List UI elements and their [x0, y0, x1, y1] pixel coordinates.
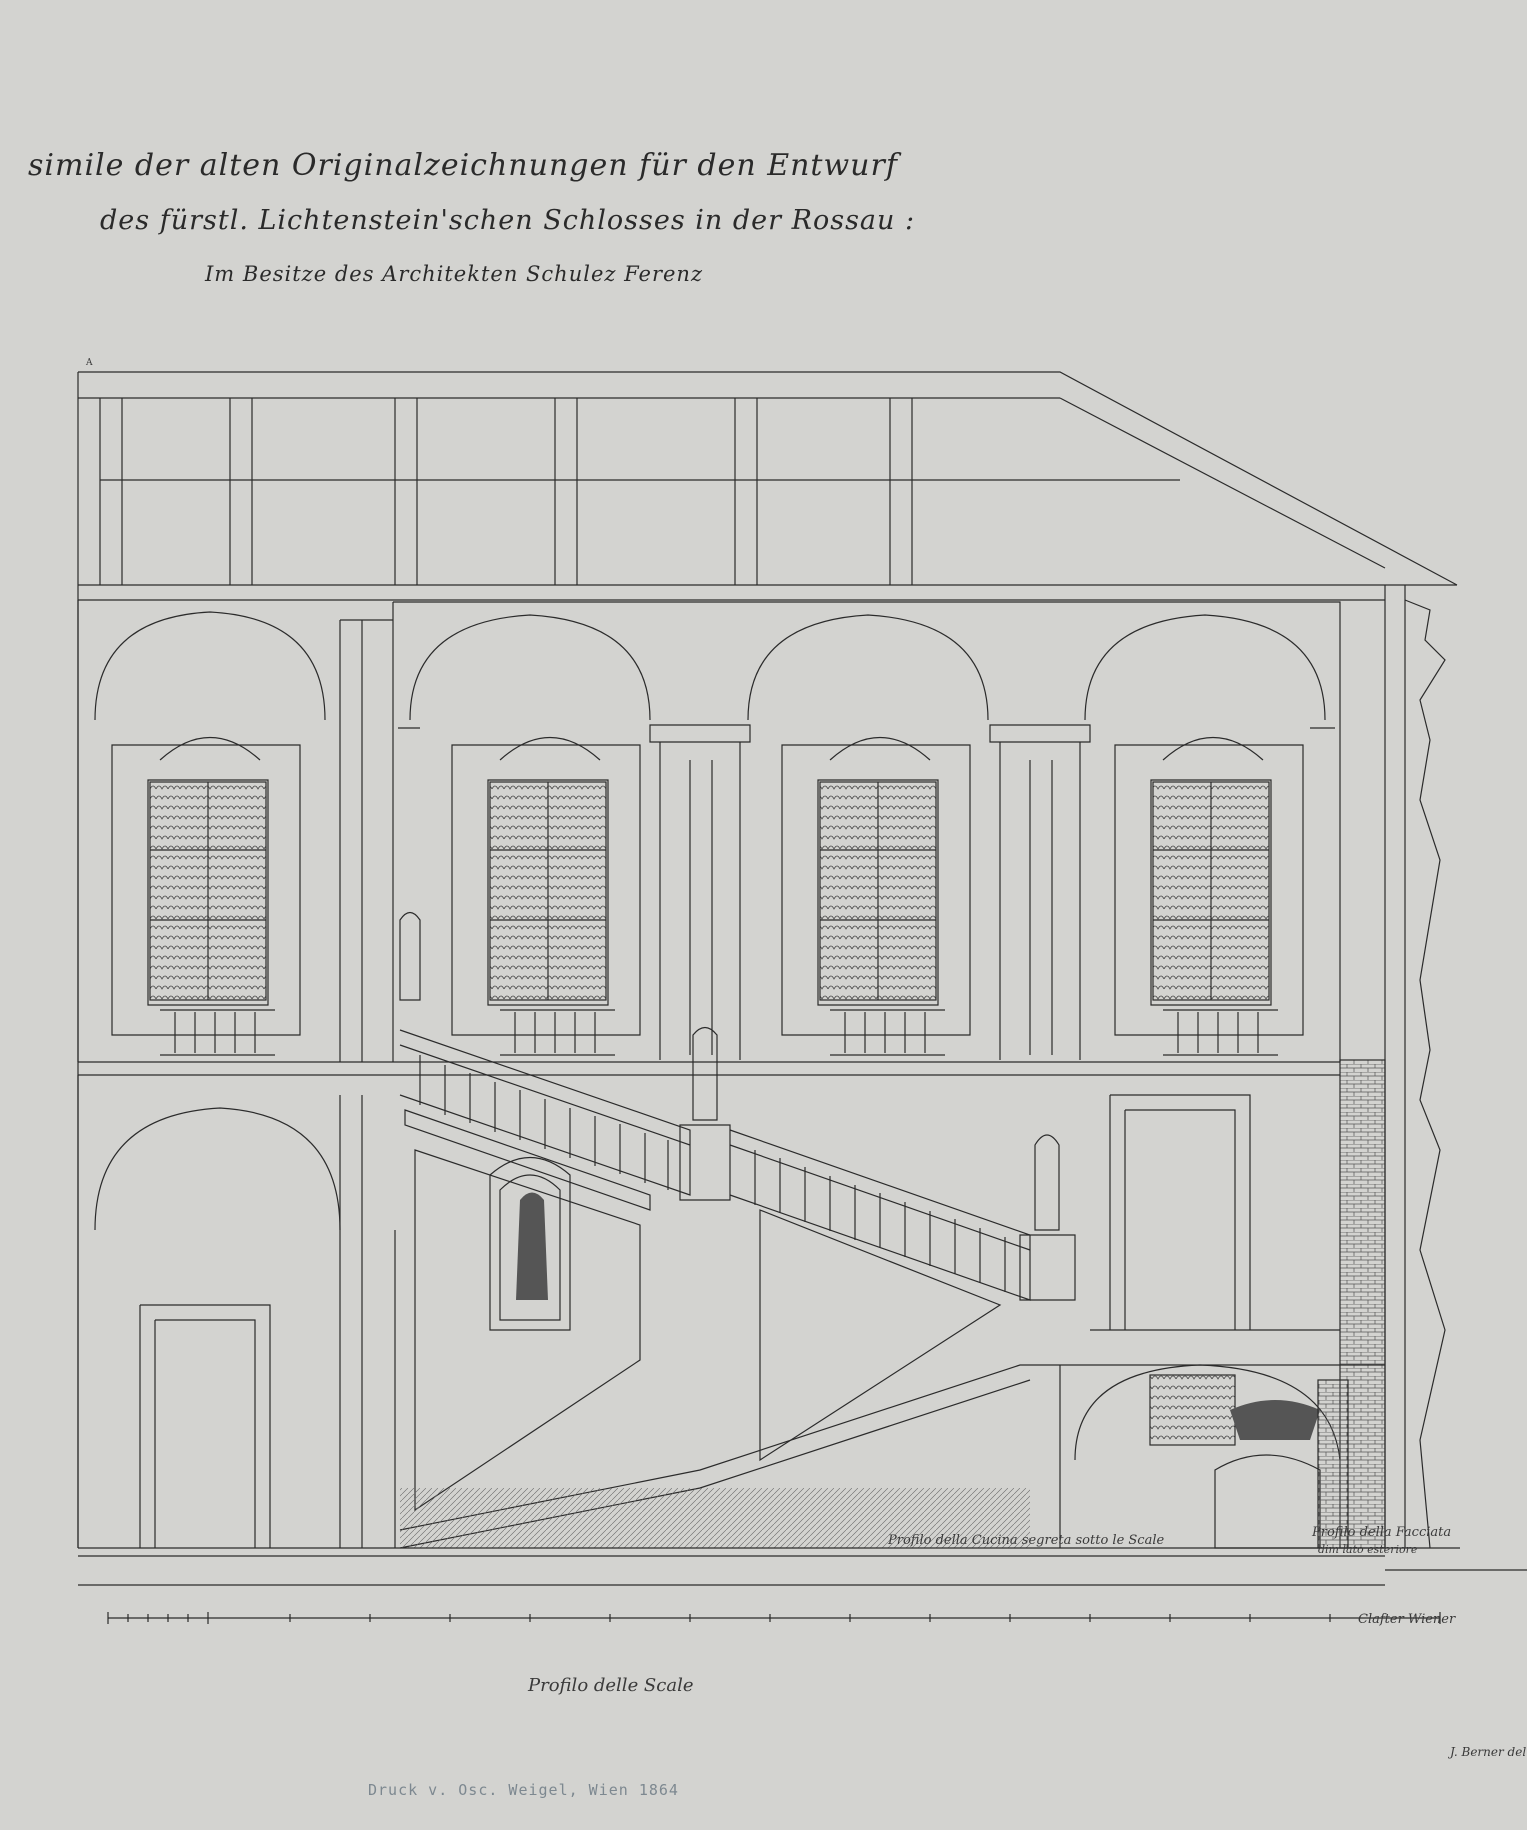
grand-staircase	[399, 911, 1076, 1549]
signature-caption: J. Berner del.	[1450, 1745, 1527, 1759]
title-line-3: Im Besitze des Architekten Schulez Feren…	[205, 262, 704, 286]
pilaster-capitals	[398, 724, 1335, 1060]
upper-windows	[111, 736, 1304, 1036]
scale-bar	[107, 1612, 1441, 1624]
upper-floor	[77, 585, 1446, 1549]
facade-caption-line2: dim lato esteriore	[1318, 1543, 1418, 1556]
ground-floor	[77, 1075, 1340, 1548]
window-balustrades	[160, 1009, 1278, 1056]
title-line-1: simile der alten Originalzeichnungen für…	[28, 148, 898, 183]
kitchen-caption: Profilo della Cucina segreta sotto le Sc…	[888, 1533, 1165, 1548]
kitchen-section	[1059, 1364, 1385, 1549]
drawing-marker-a: A	[86, 358, 93, 368]
scale-unit-caption: Clafter Wiener	[1358, 1612, 1456, 1627]
facade-caption-line1: Profilo della Facciata	[1312, 1525, 1452, 1540]
ground-line	[78, 1547, 1527, 1586]
section-caption: Profilo delle Scale	[528, 1675, 694, 1696]
title-line-2: des fürstl. Lichtenstein'schen Schlosses…	[100, 205, 916, 236]
printer-imprint: Druck v. Osc. Weigel, Wien 1864	[368, 1781, 679, 1799]
facade-profile	[1339, 585, 1446, 1549]
